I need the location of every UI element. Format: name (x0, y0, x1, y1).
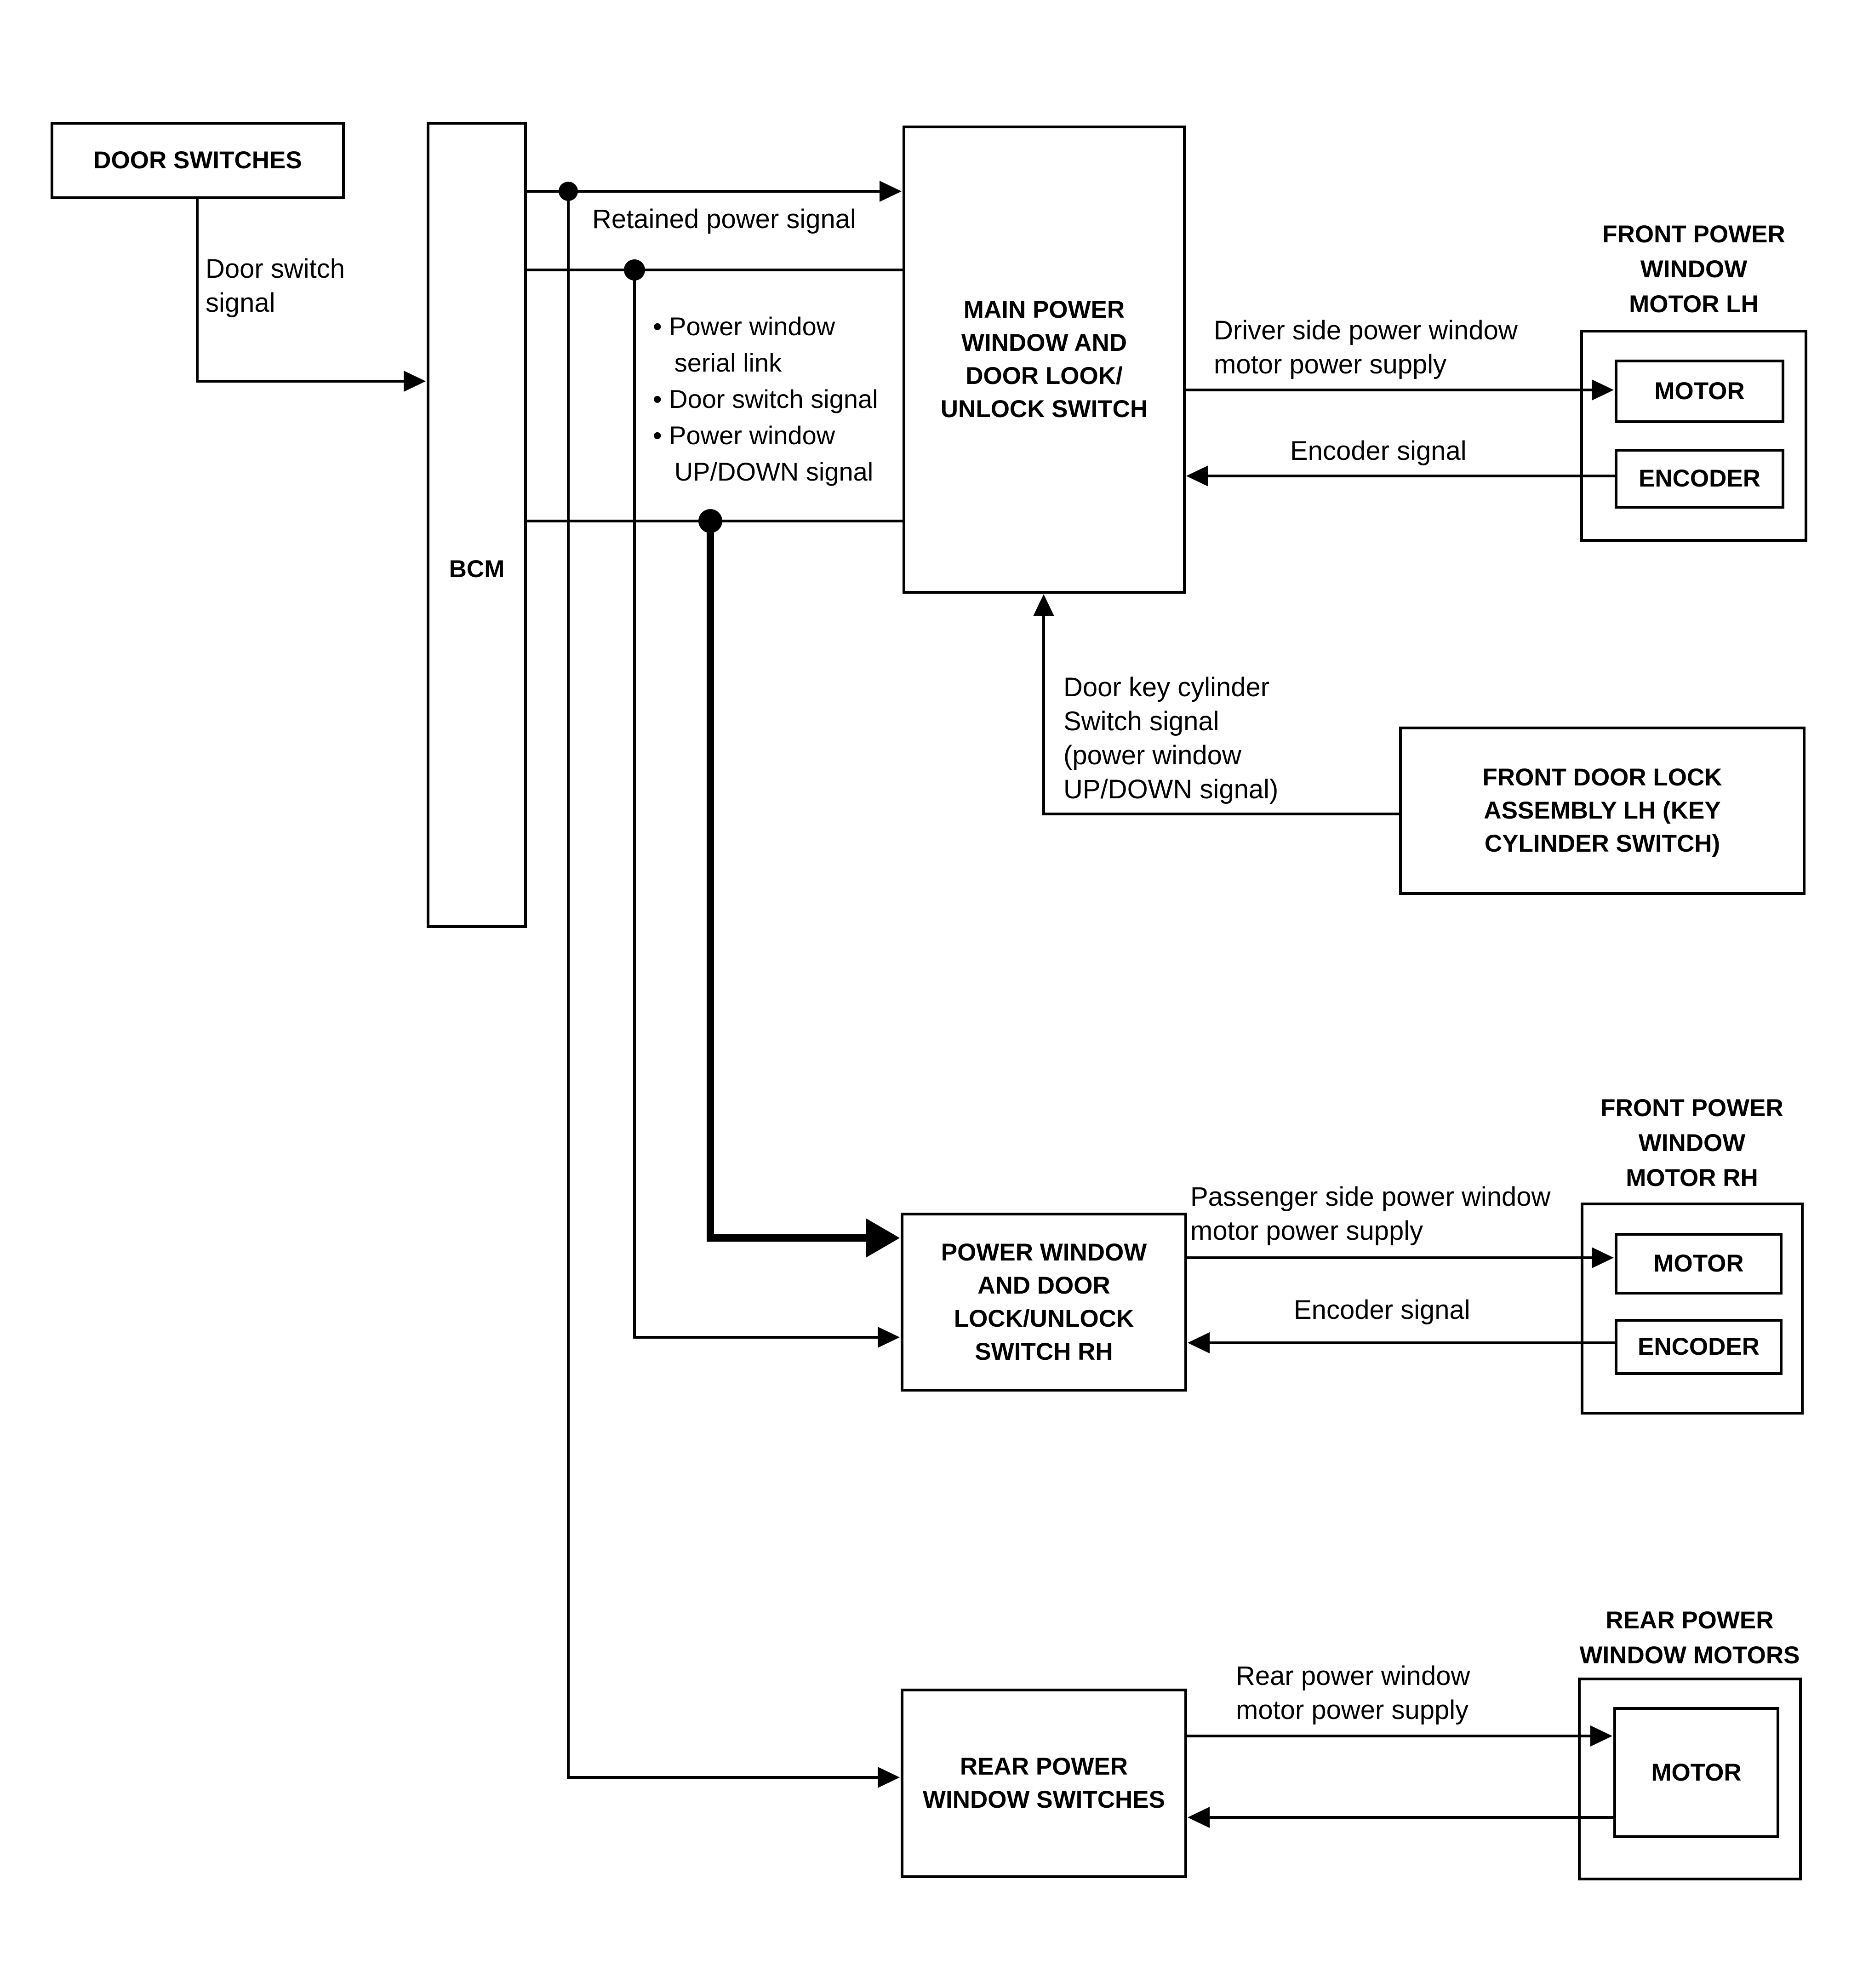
bcm-box (427, 122, 527, 928)
encoder-rh-box: ENCODER (1615, 1319, 1783, 1375)
bcm-signal-bundle-label: • Power window serial link • Door switch… (653, 312, 878, 486)
arrowhead-key-cylinder-into-main (1033, 594, 1054, 616)
rear-supply-label: Rear power window motor power supply (1236, 1661, 1470, 1725)
motor-lh-box: MOTOR (1615, 360, 1784, 423)
driver-supply-label: Driver side power window motor power sup… (1214, 315, 1518, 379)
door-switches-box: DOOR SWITCHES (51, 122, 345, 199)
encoder-signal-rh-label: Encoder signal (1294, 1295, 1470, 1325)
junction-dot-power (698, 509, 722, 533)
encoder-lh-box: ENCODER (1615, 449, 1784, 509)
junction-dot-retained (559, 182, 578, 201)
door-switch-signal-label: Door switch signal (206, 254, 345, 318)
arrowhead-encoder-into-rh-switch (1188, 1332, 1210, 1353)
arrowhead-retained-power (880, 181, 902, 202)
front-door-lock-box: FRONT DOOR LOCK ASSEMBLY LH (KEY CYLINDE… (1399, 727, 1806, 895)
rear-switches-box: REAR POWER WINDOW SWITCHES (901, 1689, 1187, 1878)
key-cylinder-signal-label: Door key cylinder Switch signal (power w… (1063, 672, 1279, 804)
bcm-label: BCM (449, 556, 505, 583)
retained-power-signal-label: Retained power signal (592, 204, 856, 234)
rh-switch-box: POWER WINDOW AND DOOR LOCK/UNLOCK SWITCH… (901, 1213, 1187, 1392)
arrowhead-thick-into-rh-switch (866, 1218, 900, 1258)
arrowhead-return-into-rear-switches (1188, 1807, 1210, 1828)
arrowhead-into-rear-switches (878, 1767, 900, 1788)
arrowhead-into-bcm (404, 371, 426, 392)
encoder-signal-lh-label: Encoder signal (1290, 436, 1467, 466)
main-switch-box: MAIN POWER WINDOW AND DOOR LOOK/ UNLOCK … (903, 126, 1186, 594)
front-motor-lh-title: FRONT POWER WINDOW MOTOR LH (1602, 221, 1785, 318)
rear-motor-box: MOTOR (1613, 1707, 1779, 1838)
front-motor-rh-title: FRONT POWER WINDOW MOTOR RH (1600, 1094, 1783, 1192)
junction-dot-serial (624, 259, 645, 281)
rear-motors-title: REAR POWER WINDOW MOTORS (1579, 1607, 1800, 1669)
wire-thick-power-to-rh (707, 521, 869, 1242)
arrowhead-into-rh-switch (878, 1327, 900, 1348)
arrowhead-encoder-into-main (1186, 465, 1208, 487)
motor-rh-box: MOTOR (1615, 1233, 1783, 1295)
passenger-supply-label: Passenger side power window motor power … (1190, 1182, 1551, 1246)
